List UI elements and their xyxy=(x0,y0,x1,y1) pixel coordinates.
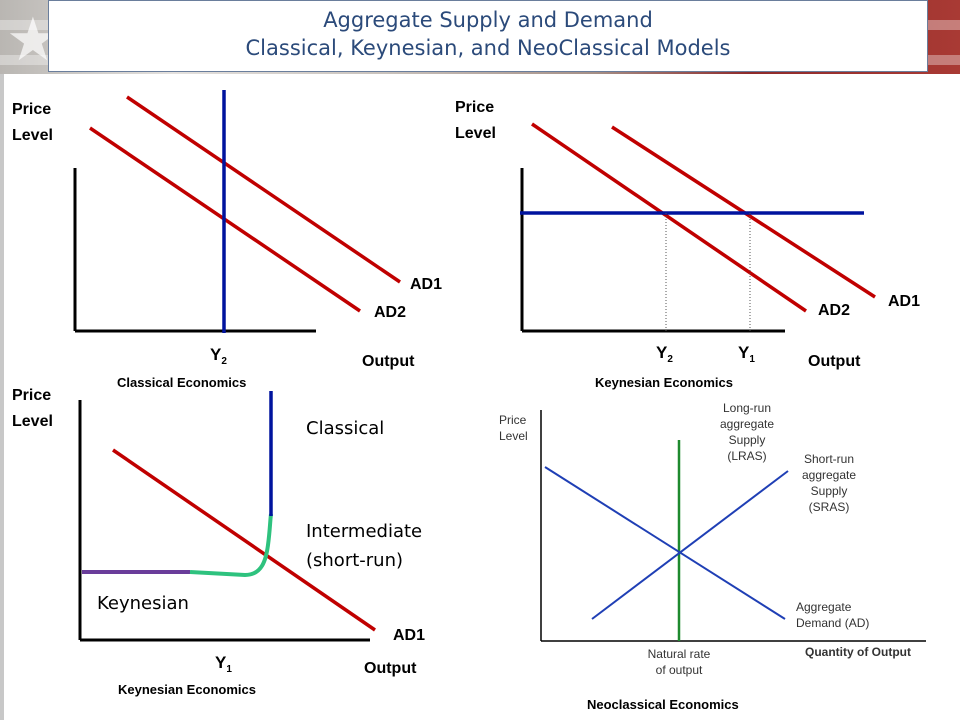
x-axis-label-output: Output xyxy=(808,353,861,370)
title-box: Aggregate Supply and Demand Classical, K… xyxy=(48,0,928,72)
panel-caption: Neoclassical Economics xyxy=(587,697,739,712)
natural-rate-label-2: of output xyxy=(656,663,703,677)
y-axis-label-price: Price xyxy=(12,387,51,404)
sras-label-2: aggregate xyxy=(802,468,856,482)
title-line-1: Aggregate Supply and Demand xyxy=(323,8,653,32)
lras-label-4: (LRAS) xyxy=(727,449,766,463)
y-axis-label-level: Level xyxy=(455,125,496,142)
ad1-label: AD1 xyxy=(888,293,920,310)
y-axis-label-level: Level xyxy=(12,413,53,430)
intermediate-segment xyxy=(189,513,273,578)
x-axis-label-output: Output xyxy=(362,353,415,370)
panel-caption: Keynesian Economics xyxy=(118,682,256,697)
y2-label: Y2 xyxy=(656,343,673,365)
natural-rate-label-1: Natural rate xyxy=(648,647,711,661)
sras-label-4: (SRAS) xyxy=(809,500,850,514)
ad1-label: AD1 xyxy=(410,276,442,293)
y-axis-label-price: Price xyxy=(455,99,494,116)
y1-label: Y1 xyxy=(215,653,232,675)
panel-classical: Price Level AD1 AD2 Y2 Output Classical … xyxy=(12,90,442,390)
panel-neoclassical: Price Level Long-run aggregate Supply (L… xyxy=(499,401,926,712)
x-axis-label-output: Output xyxy=(364,660,417,677)
ad2-label: AD2 xyxy=(374,304,406,321)
y-axis-label-level: Level xyxy=(12,127,53,144)
y-axis-label-price: Price xyxy=(12,101,51,118)
ad-line xyxy=(544,466,786,620)
intermediate-range-label: Intermediate xyxy=(306,521,422,542)
ad-label-1: Aggregate xyxy=(796,600,852,614)
ad1-curve xyxy=(126,95,401,284)
ad1-curve xyxy=(112,448,376,632)
sras-label-1: Short-run xyxy=(804,452,854,466)
y1-label: Y1 xyxy=(738,343,755,365)
y-axis-label-price: Price xyxy=(499,413,527,427)
panel-caption: Keynesian Economics xyxy=(595,375,733,390)
keynesian-range-label: Keynesian xyxy=(97,593,189,614)
classical-range-label: Classical xyxy=(306,418,384,439)
lras-label-3: Supply xyxy=(729,433,766,447)
intermediate-range-sublabel: (short-run) xyxy=(306,550,403,571)
slide-content xyxy=(0,74,960,720)
y2-label: Y2 xyxy=(210,345,227,367)
x-axis-label-quantity: Quantity of Output xyxy=(805,645,911,659)
ad1-label: AD1 xyxy=(393,627,425,644)
y-axis-label-level: Level xyxy=(499,429,528,443)
ad2-label: AD2 xyxy=(818,302,850,319)
title-line-2: Classical, Keynesian, and NeoClassical M… xyxy=(245,36,731,60)
lras-label-2: aggregate xyxy=(720,417,774,431)
panel-combined: Price Level Classical Intermediate (shor… xyxy=(12,387,425,697)
sras-label-3: Supply xyxy=(811,484,848,498)
panel-caption: Classical Economics xyxy=(117,375,246,390)
ad2-curve xyxy=(531,122,807,313)
sras-line xyxy=(591,470,789,620)
panel-keynesian: Price Level AD1 AD2 Y2 Y1 Output Keynesi… xyxy=(455,99,920,390)
lras-label-1: Long-run xyxy=(723,401,771,415)
ad-label-2: Demand (AD) xyxy=(796,616,869,630)
